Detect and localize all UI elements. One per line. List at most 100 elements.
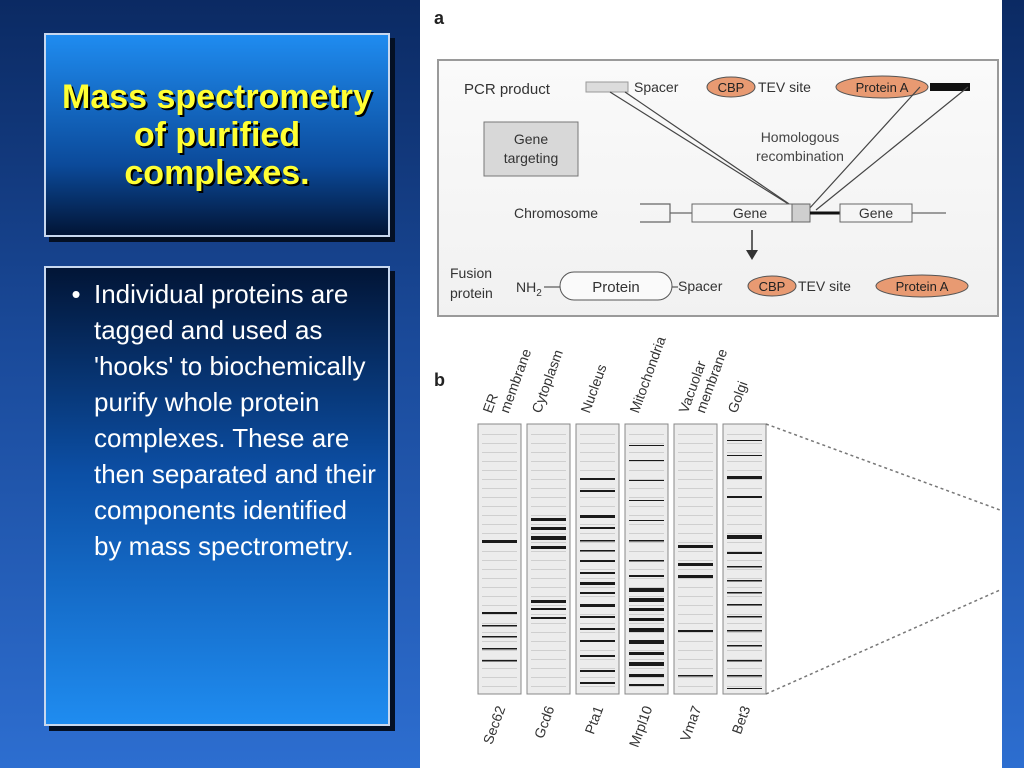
gel-band [727,645,762,647]
gel-band [531,527,566,530]
gel-faint-band [482,515,517,516]
gel-faint-band [629,542,664,543]
lane-top-label: Golgi [724,379,750,415]
gel-faint-band [678,488,713,489]
gel-band [629,500,664,501]
tev-label-2: TEV site [798,278,851,294]
gel-faint-band [629,452,664,453]
gel-faint-band [531,686,566,687]
bullet-dot: • [71,279,81,309]
gel-faint-band [482,668,517,669]
gel-faint-band [727,578,762,579]
gel-faint-band [727,650,762,651]
gel-faint-band [531,578,566,579]
gel-faint-band [580,470,615,471]
gel-faint-band [678,569,713,570]
gel-faint-band [580,569,615,570]
gel-faint-band [482,434,517,435]
recombination-line-1 [609,91,799,211]
gel-faint-band [629,551,664,552]
gel-faint-band [629,443,664,444]
gel-lane [673,423,718,695]
gel-faint-band [678,515,713,516]
gel-faint-band [531,569,566,570]
gel-faint-band [580,596,615,597]
gel-faint-band [678,659,713,660]
gel-faint-band [629,677,664,678]
gel-faint-band [482,587,517,588]
gel-faint-band [727,596,762,597]
lane-bottom-label: Gcd6 [531,703,558,740]
gel-faint-band [531,632,566,633]
lane-top-label: ER [479,391,501,415]
gel-faint-band [678,686,713,687]
protein-a-tag-2 [875,274,969,298]
gel-band [727,630,762,632]
panel-a-letter: a [434,8,445,28]
protein-box [559,271,673,301]
gel-faint-band [531,551,566,552]
gel-faint-band [727,488,762,489]
gel-band [727,604,762,606]
gel-band [629,684,664,686]
gel-lane [722,423,767,695]
gel-faint-band [531,542,566,543]
gel-band [580,582,615,585]
lane-bottom-label: Mrpl10 [626,703,656,749]
gene-label-1: Gene [733,205,767,221]
gel-band [531,518,566,521]
gel-faint-band [727,659,762,660]
gel-faint-band [531,461,566,462]
cbp-tag-1 [706,76,756,98]
gel-faint-band [727,614,762,615]
gene-targeting-line2: targeting [504,150,558,166]
gel-faint-band [727,479,762,480]
gel-faint-band [629,497,664,498]
gel-band [580,540,615,542]
gel-faint-band [580,578,615,579]
gel-faint-band [678,551,713,552]
gel-faint-band [727,668,762,669]
gel-faint-band [727,515,762,516]
gel-band [482,636,517,638]
gel-faint-band [727,551,762,552]
gel-faint-band [678,614,713,615]
content-box: • Individual proteins are tagged and use… [44,266,390,726]
gel-faint-band [629,488,664,489]
gel-lane [575,423,620,695]
gel-faint-band [678,452,713,453]
gel-band [678,575,713,578]
gel-band [482,660,517,662]
gel-faint-band [629,461,664,462]
gel-faint-band [727,569,762,570]
gel-faint-band [580,452,615,453]
gel-band [629,460,664,461]
gel-faint-band [482,551,517,552]
homologous-line1: Homologous [761,129,840,145]
nh2-label: NH2 [516,279,542,299]
gel-faint-band [678,668,713,669]
spacer-label-1: Spacer [634,79,679,95]
gel-faint-band [580,542,615,543]
gel-band [629,628,664,632]
gel-faint-band [531,479,566,480]
recombination-line-4 [815,86,969,211]
gel-band [580,550,615,552]
gel-faint-band [580,434,615,435]
gel-faint-band [678,434,713,435]
gene-targeting-box [483,121,579,177]
gel-band [629,588,664,592]
gel-faint-band [482,596,517,597]
gel-faint-band [629,515,664,516]
gel-faint-band [531,614,566,615]
gel-faint-band [629,623,664,624]
zoom-line-bottom [765,589,1001,695]
gel-faint-band [531,434,566,435]
gel-faint-band [629,479,664,480]
gel-band [580,640,615,642]
gel-band [482,625,517,627]
gel-faint-band [580,443,615,444]
gel-band [629,674,664,677]
gel-faint-band [482,614,517,615]
gel-faint-band [629,614,664,615]
